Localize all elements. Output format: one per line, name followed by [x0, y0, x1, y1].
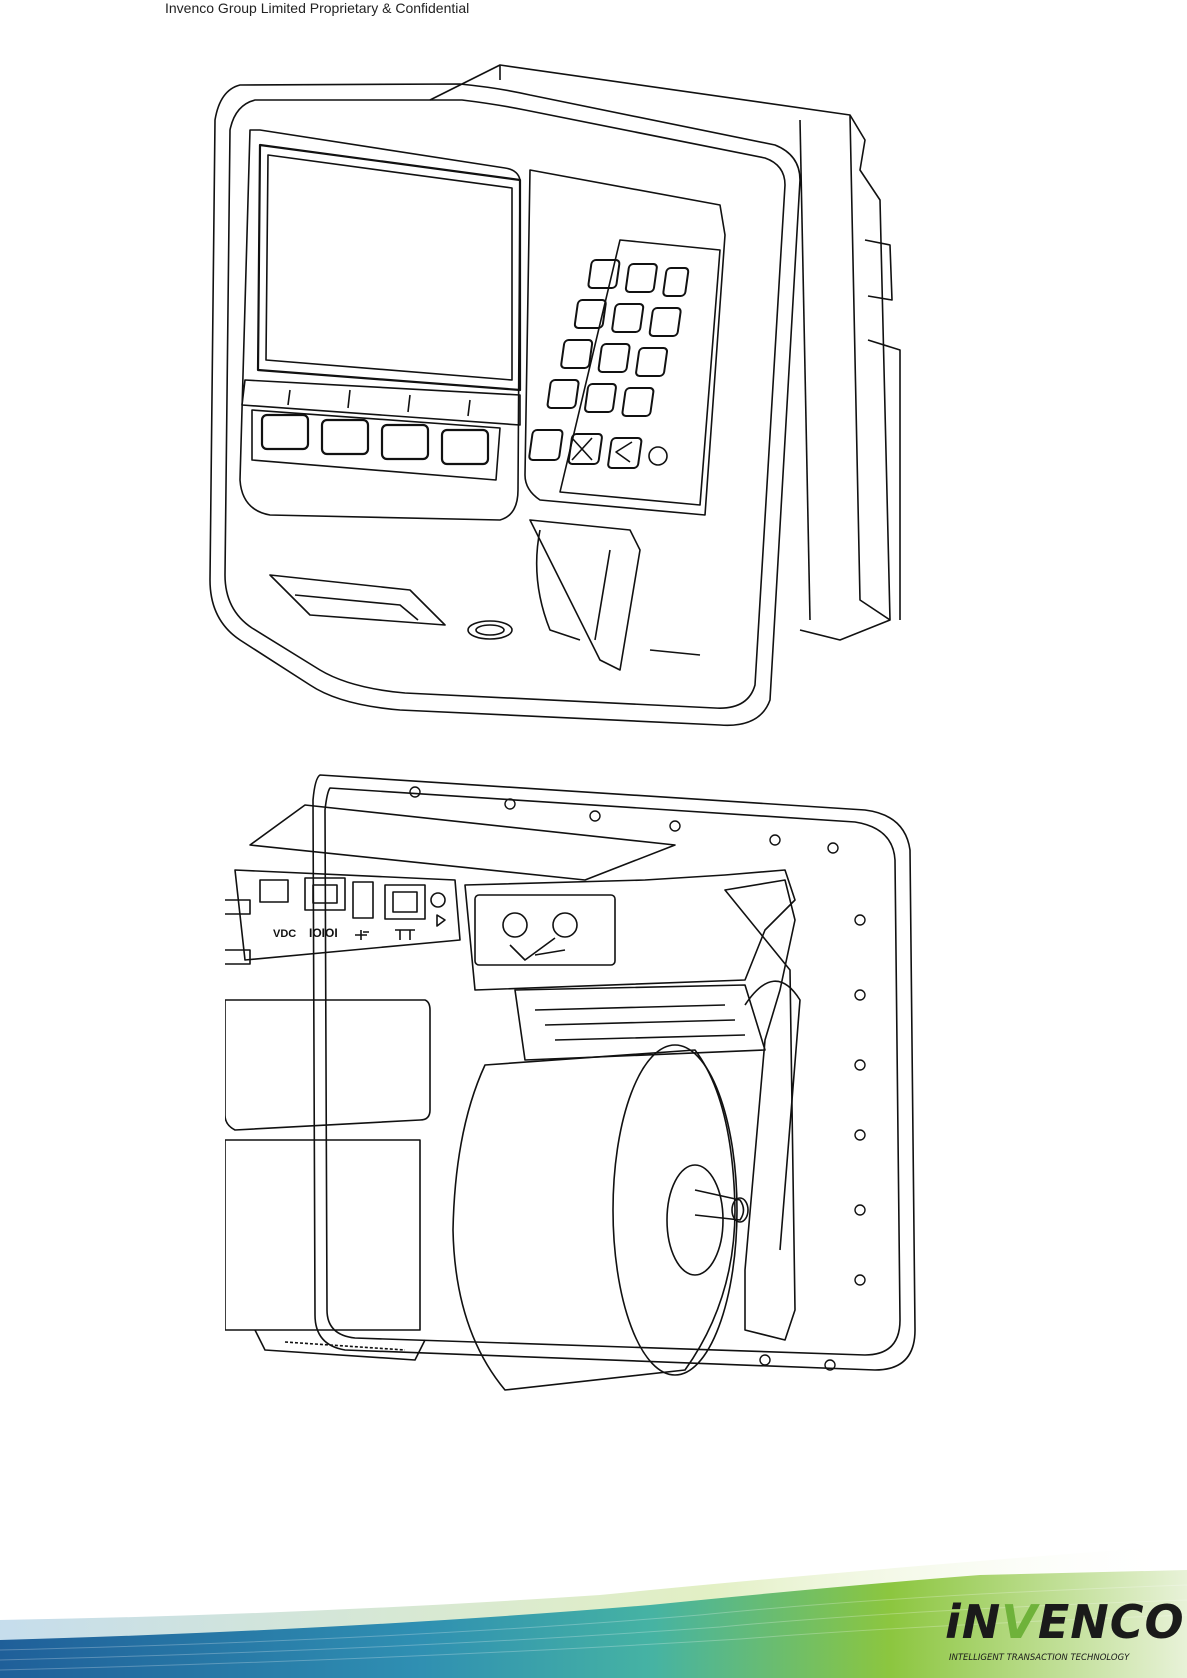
- serial-port-label: IOIOI: [309, 926, 338, 940]
- footer-gradient-band: [0, 1545, 1187, 1678]
- logo-wordmark: iNVENCO: [945, 1595, 1185, 1649]
- terminal-front-drawing: [209, 64, 901, 727]
- logo-tagline: INTELLIGENT TRANSACTION TECHNOLOGY: [949, 1653, 1130, 1663]
- terminal-rear-drawing: VDC IOIOI: [225, 774, 916, 1391]
- vdc-label: VDC: [273, 928, 296, 940]
- confidentiality-header: Invenco Group Limited Proprietary & Conf…: [165, 0, 470, 16]
- invenco-logo: iNVENCO INTELLIGENT TRANSACTION TECHNOLO…: [945, 1595, 1185, 1675]
